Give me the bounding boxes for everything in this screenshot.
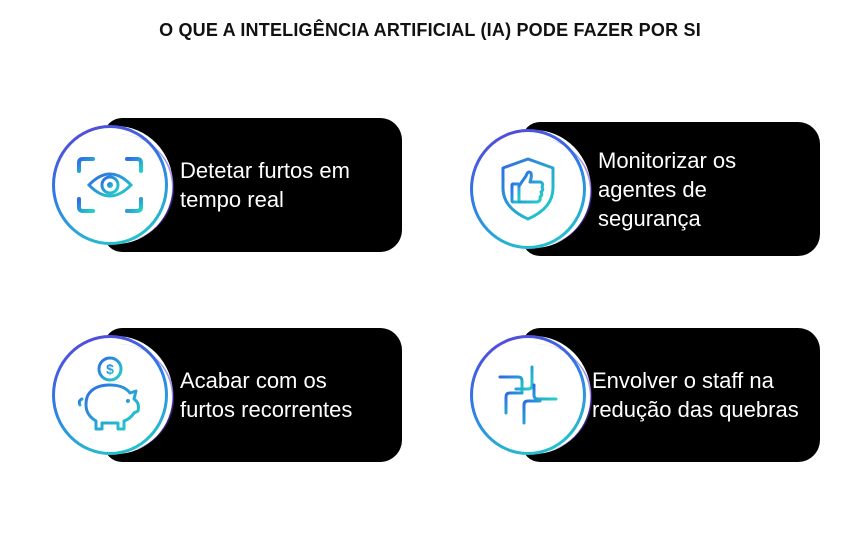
card-label: Monitorizar os agentes de segurança — [598, 147, 737, 231]
feature-card-stop-recurring-theft: $ Acabar com os furtos recorrentes — [52, 328, 402, 462]
joined-hands-icon — [498, 365, 558, 425]
card-label: Acabar com os furtos recorrentes — [180, 368, 353, 422]
card-label: Envolver o staff na redução das quebras — [592, 368, 799, 422]
icon-circle — [470, 129, 592, 249]
icon-circle — [470, 335, 592, 455]
page-title: O QUE A INTELIGÊNCIA ARTIFICIAL (IA) POD… — [159, 20, 701, 40]
icon-circle: $ — [52, 335, 174, 455]
feature-card-detect-theft: Detetar furtos em tempo real — [52, 118, 402, 252]
shield-thumbs-up-icon — [501, 157, 555, 221]
card-label: Detetar furtos em tempo real — [180, 158, 350, 212]
feature-card-monitor-guards: Monitorizar os agentes de segurança — [470, 122, 820, 256]
eye-scan-icon — [77, 157, 143, 213]
feature-card-engage-staff: Envolver o staff na redução das quebras — [470, 328, 820, 462]
piggy-bank-coin-icon: $ — [77, 356, 140, 431]
icon-circle — [52, 125, 174, 245]
svg-text:$: $ — [106, 361, 114, 377]
